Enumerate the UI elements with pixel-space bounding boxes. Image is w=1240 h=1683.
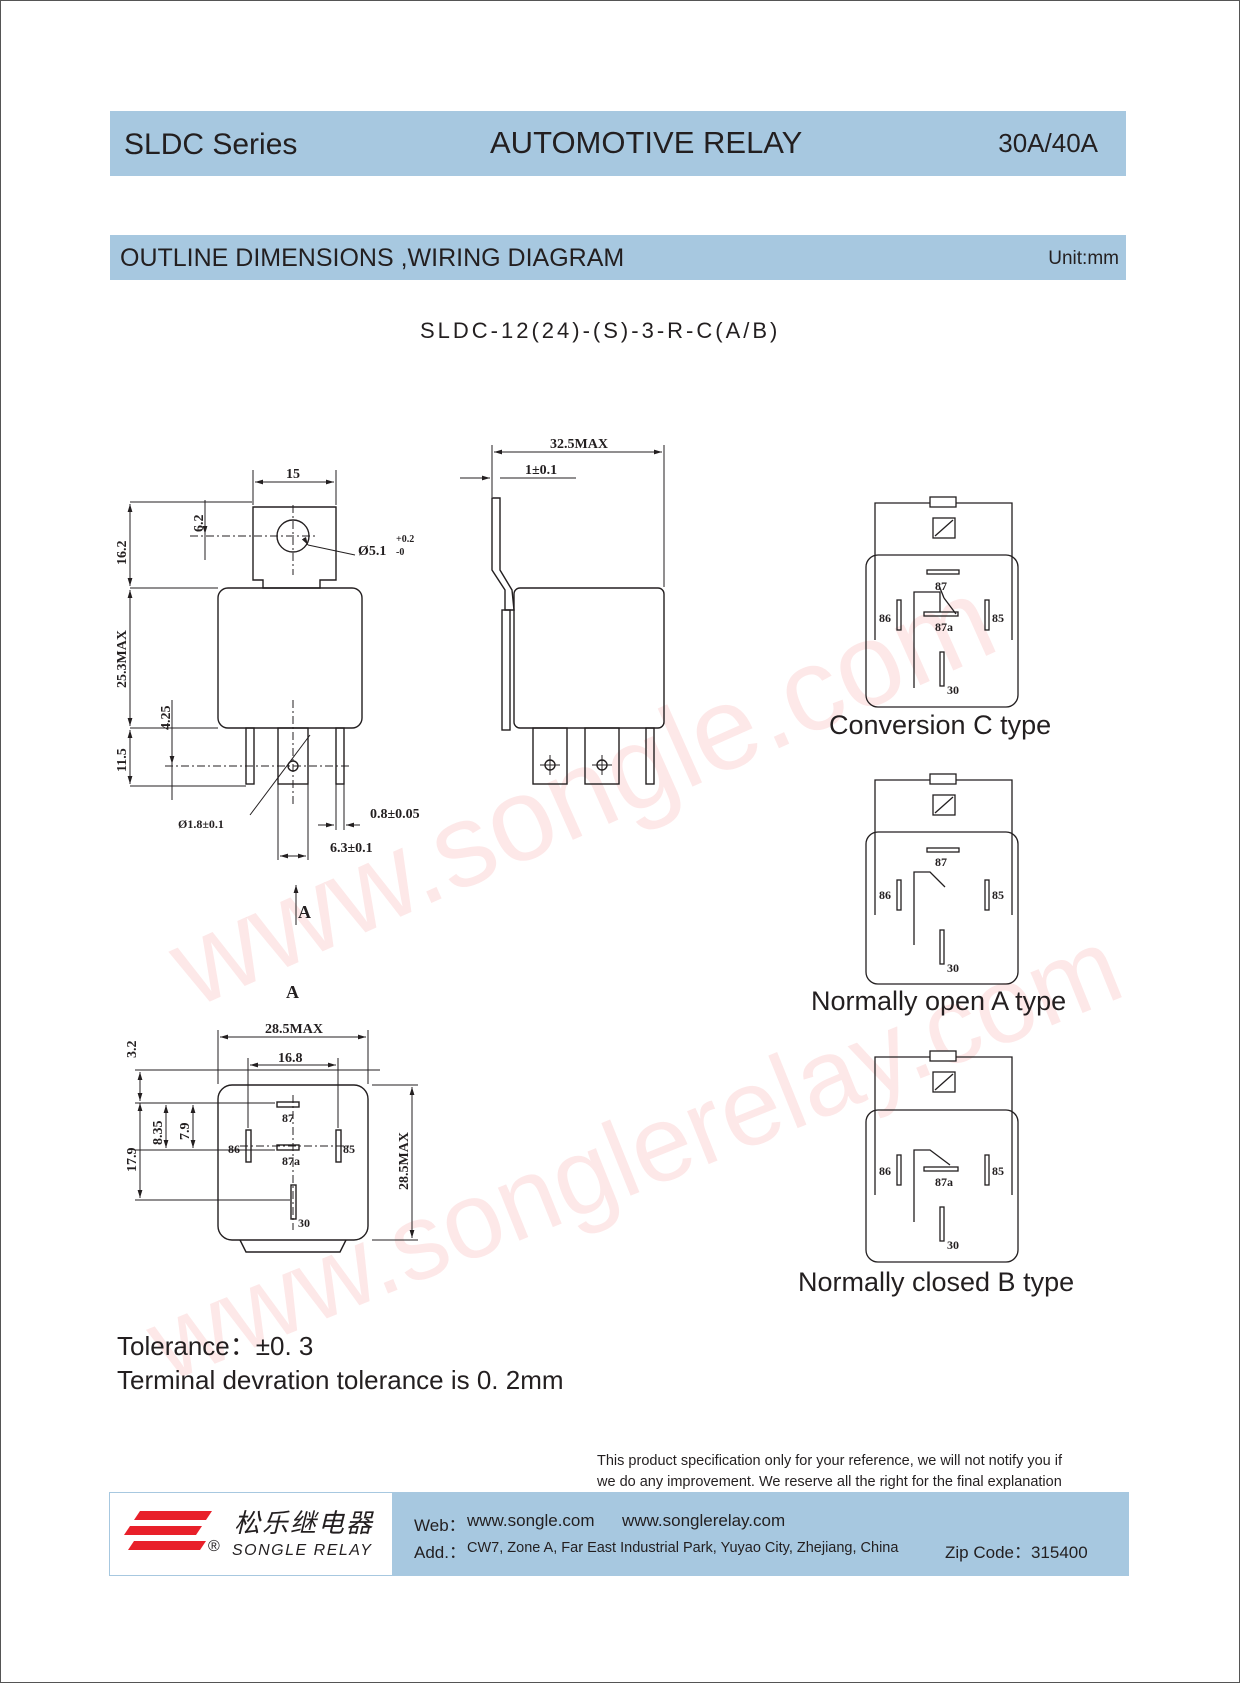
view-arrow-label: A [298,902,311,922]
disclaimer-line-1: This product specification only for your… [597,1453,1063,1469]
caption-normally-open-a: Normally open A type [811,986,1067,1016]
current-rating: 30A/40A [998,128,1098,158]
dim-body-height: 25.3MAX [115,630,130,688]
wc-pin-30: 30 [947,683,959,697]
wc-pin-85: 85 [992,611,1004,625]
dim-front-top-width: 15 [286,467,300,482]
document-title: AUTOMOTIVE RELAY [490,125,803,160]
section-band: OUTLINE DIMENSIONS ,WIRING DIAGRAM Unit:… [110,235,1126,280]
front-view-dimensions [127,470,360,925]
dim-pin-length: 11.5 [115,748,130,772]
dim-hole-diameter: Ø5.1 [358,544,386,559]
wb-pin-86: 86 [879,1164,891,1178]
disclaimer-line-2: we do any improvement. We reserve all th… [597,1474,1062,1490]
caption-normally-closed-b: Normally closed B type [798,1267,1075,1297]
brand-english: SONGLE RELAY [232,1542,373,1559]
section-title: OUTLINE DIMENSIONS ,WIRING DIAGRAM [120,244,625,272]
brand-chinese: 松乐继电器 [234,1509,375,1539]
address-text: CW7, Zone A, Far East Industrial Park, Y… [467,1540,899,1556]
model-code: SLDC-12(24)-(S)-3-R-C(A/B) [420,318,781,343]
web-label: Web： [414,1516,466,1535]
wb-pin-85: 85 [992,1164,1004,1178]
dim-bottom-a: 8.35 [151,1121,166,1146]
pin-label-87a: 87a [282,1154,300,1168]
wc-pin-86: 86 [879,611,891,625]
wiring-a-type [865,773,1019,985]
address-label: Add.： [414,1543,466,1562]
dim-side-total-width: 32.5MAX [550,437,608,452]
dim-bottom-c: 17.9 [125,1148,140,1173]
wc-pin-87: 87 [935,579,947,593]
wiring-c-type [865,496,1019,708]
dim-bracket-height: 16.2 [115,541,130,566]
side-view-dimensions [460,445,665,775]
logo-box: ® 松乐继电器 SONGLE RELAY [110,1493,392,1575]
bottom-view-dimensions [135,1030,418,1241]
tolerance-note: Tolerance：±0. 3 [117,1331,314,1361]
wa-pin-85: 85 [992,888,1004,902]
dim-hole-tol-plus: +0.2 [396,534,414,545]
series-name: SLDC Series [124,128,298,161]
dim-pin-hole-diameter: Ø1.8±0.1 [178,817,224,831]
wa-pin-30: 30 [947,961,959,975]
zip-code: Zip Code：315400 [945,1543,1088,1562]
pin-label-30: 30 [298,1216,310,1230]
footer-contact: Web： www.songle.com www.songlerelay.com … [392,1493,1128,1575]
caption-conversion-c: Conversion C type [829,710,1052,740]
dim-pin-offset: 4.25 [159,706,174,731]
pin-label-86: 86 [228,1142,240,1156]
terminal-tolerance-note: Terminal devration tolerance is 0. 2mm [117,1365,564,1395]
dim-bracket-hole-offset: 6.2 [192,515,207,533]
registered-mark: ® [208,1538,220,1555]
wa-pin-86: 86 [879,888,891,902]
wb-pin-87a: 87a [935,1175,953,1189]
dim-pin-thickness: 0.8±0.05 [370,807,420,822]
songle-logo-icon [124,1511,212,1550]
header-band: SLDC Series AUTOMOTIVE RELAY 30A/40A [110,111,1126,176]
dim-bottom-b: 7.9 [178,1123,193,1141]
wb-pin-30: 30 [947,1238,959,1252]
pin-label-85: 85 [343,1142,355,1156]
dim-bottom-pin-spacing: 16.8 [278,1051,303,1066]
web-link-songle[interactable]: www.songle.com [467,1511,595,1530]
wa-pin-87: 87 [935,855,947,869]
unit-label: Unit:mm [1048,248,1119,269]
wc-pin-87a: 87a [935,620,953,634]
dim-pin-width: 6.3±0.1 [330,841,373,856]
web-link-songlerelay[interactable]: www.songlerelay.com [622,1511,786,1530]
dim-hole-tol-minus: -0 [396,547,404,558]
dim-bottom-height: 28.5MAX [397,1132,412,1190]
dim-side-bracket-thickness: 1±0.1 [525,463,557,478]
dim-bottom-width: 28.5MAX [265,1022,323,1037]
wiring-b-type [865,1050,1019,1263]
dim-bottom-top-offset: 3.2 [125,1041,140,1059]
bottom-view-title: A [286,982,299,1002]
pin-label-87: 87 [282,1111,294,1125]
footer: ® 松乐继电器 SONGLE RELAY Web： www.songle.com… [109,1492,1129,1576]
